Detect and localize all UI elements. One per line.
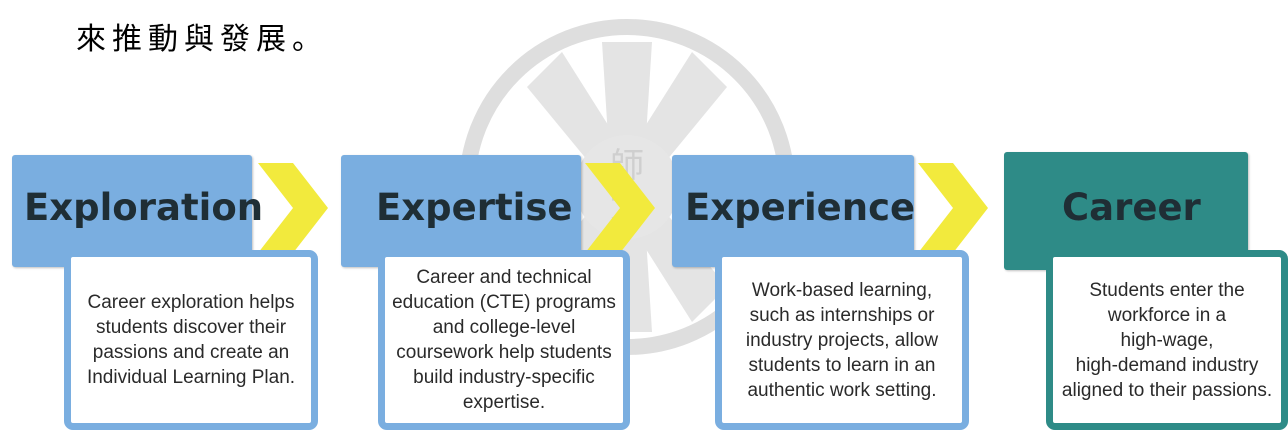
arrow-right-icon — [585, 163, 655, 253]
career-description: Students enter the workforce in a high-w… — [1061, 279, 1273, 401]
career-title: Career — [1062, 186, 1201, 229]
exploration-description-box: Career exploration helps students discov… — [64, 250, 318, 430]
experience-description: Work-based learning, such as internships… — [745, 279, 939, 401]
experience-header-box — [672, 155, 914, 267]
expertise-description: Career and technical education (CTE) pro… — [392, 267, 616, 413]
experience-description-box: Work-based learning, such as internships… — [715, 250, 969, 430]
exploration-header-box — [12, 155, 252, 267]
arrow-right-icon — [918, 163, 988, 253]
expertise-title: Expertise — [376, 186, 573, 229]
expertise-header-box — [341, 155, 581, 267]
page-heading-text: 來推動與發展。 — [76, 22, 328, 57]
exploration-description: Career exploration helps students discov… — [86, 292, 296, 388]
career-description-box: Students enter the workforce in a high-w… — [1046, 250, 1288, 430]
expertise-description-box: Career and technical education (CTE) pro… — [378, 250, 630, 430]
exploration-title: Exploration — [24, 186, 264, 229]
experience-title: Experience — [685, 186, 916, 229]
arrow-right-icon — [258, 163, 328, 253]
